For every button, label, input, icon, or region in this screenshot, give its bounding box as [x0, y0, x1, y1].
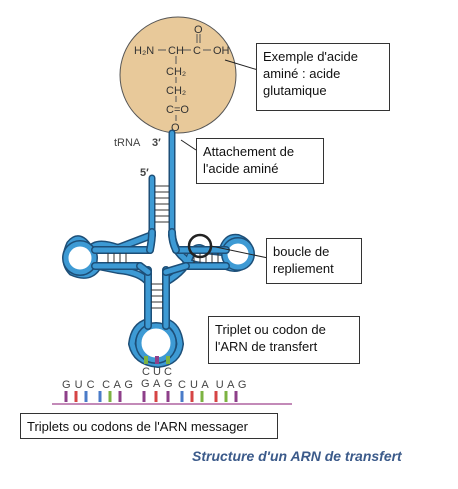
d-loop: [63, 241, 97, 275]
trna-label: tRNA: [114, 137, 141, 149]
molecule-bonds: [158, 34, 211, 121]
pointer-lines: [180, 59, 269, 259]
callout-trna-codon: Triplet ou codon de l'ARN de transfert: [208, 316, 360, 364]
anticodon-top-1: C: [142, 366, 150, 378]
anticodon-bottom-2: A: [153, 378, 161, 390]
molecule-oh: OH: [213, 45, 230, 57]
mrna-left-triplets: G U C C A G: [62, 379, 133, 391]
callout-attachment: Attachement de l'acide aminé: [196, 138, 324, 184]
molecule-c-eq-o: C=O: [166, 104, 189, 116]
arms: [91, 228, 230, 330]
five-prime-label: 5′: [140, 167, 149, 179]
figure-caption: Structure d'un ARN de transfert: [192, 448, 402, 464]
molecule-o-top: O: [194, 24, 203, 36]
callout-fold-loop: boucle de repliement: [266, 238, 362, 284]
molecule-nh2: H₂N: [134, 45, 154, 57]
callout-mrna-codons: Triplets ou codons de l'ARN messager: [20, 413, 278, 439]
anticodon-bottom-1: G: [141, 378, 150, 390]
molecule-o-bottom: O: [171, 122, 180, 134]
three-prime-label: 3′: [152, 137, 161, 149]
mrna-right-triplets: C U A U A G: [178, 379, 247, 391]
callout-amino-acid: Exemple d'acide aminé : acide glutamique: [256, 43, 390, 111]
anticodon-top-2: U: [153, 366, 161, 378]
anticodon-loop: [136, 323, 176, 363]
molecule-ch2-a: CH₂: [166, 66, 186, 78]
anticodon-top-3: C: [164, 366, 172, 378]
molecule-c: C: [193, 45, 201, 57]
amino-acid-sphere: [119, 16, 237, 134]
base-pairs: [107, 185, 219, 309]
molecule-ch2-b: CH₂: [166, 85, 186, 97]
anticodon-stubs: [144, 356, 170, 364]
anticodon-bottom-3: G: [164, 378, 173, 390]
mrna-base-ticks: [64, 391, 238, 402]
molecule-ch: CH: [168, 45, 184, 57]
